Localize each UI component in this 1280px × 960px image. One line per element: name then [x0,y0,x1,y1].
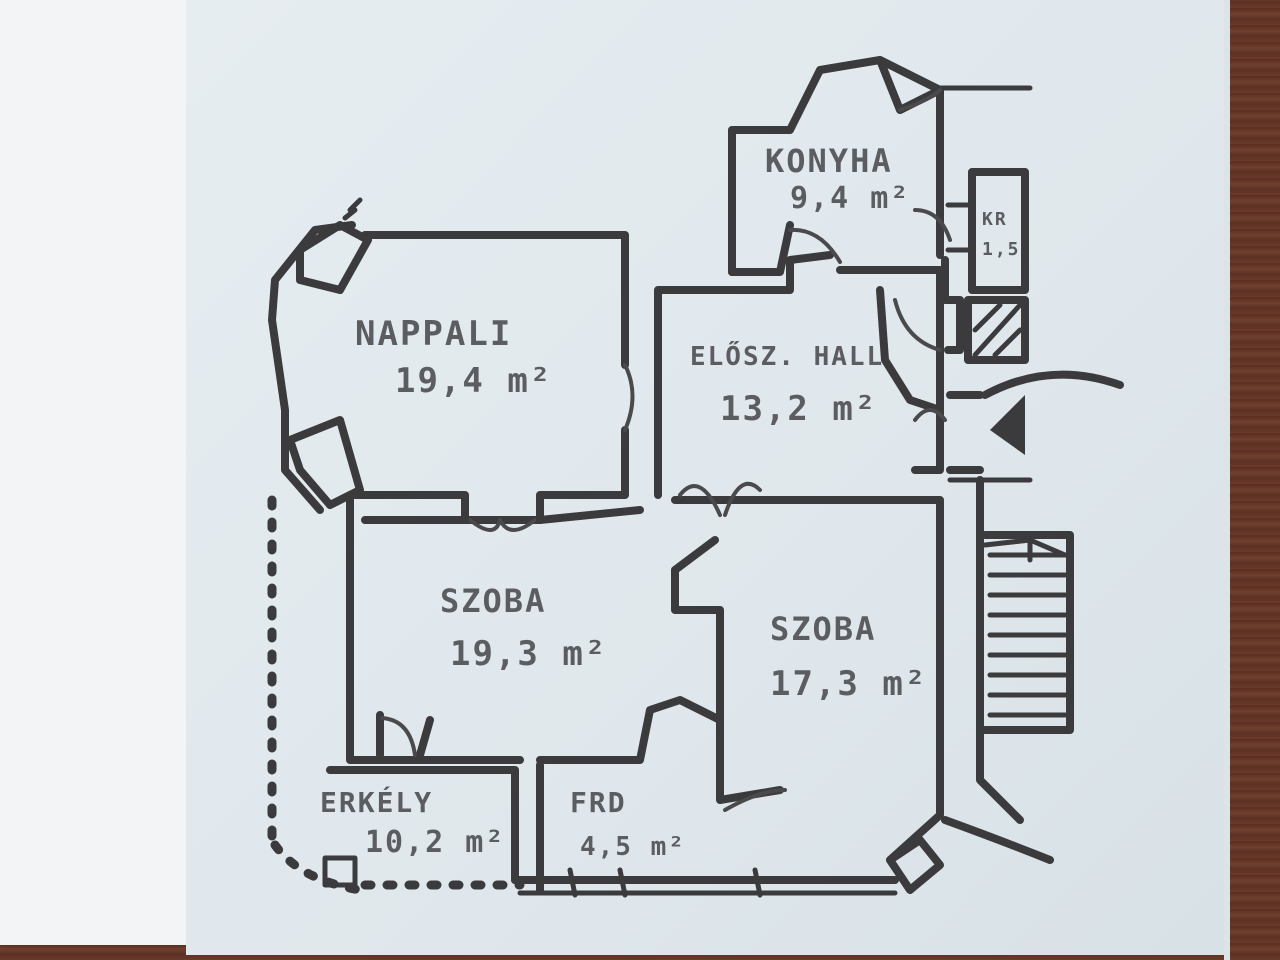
svg-text:SZOBA: SZOBA [440,582,546,620]
living-room-walls [268,197,635,532]
svg-text:FRD: FRD [570,786,627,819]
svg-text:SZOBA: SZOBA [770,610,876,648]
svg-text:1,5: 1,5 [982,239,1021,260]
svg-text:13,2 m²: 13,2 m² [720,389,877,429]
room-label-kamra: KR 1,5 [982,209,1021,260]
room-label-szoba-2: SZOBA 17,3 m² [770,610,927,704]
room-label-szoba-1: SZOBA 19,3 m² [440,582,607,674]
balcony [267,495,525,895]
svg-text:ELŐSZ. HALL: ELŐSZ. HALL [690,340,884,372]
svg-text:KR: KR [982,209,1008,230]
triangle-arrow-icon [981,370,1124,455]
room2-window [886,836,944,894]
bathroom-walls [511,761,899,898]
room-label-nappali: NAPPALI 19,4 m² [355,314,552,401]
stairs-icon [941,476,1074,864]
white-paper-sheet [0,0,222,945]
svg-text:19,4 m²: 19,4 m² [395,361,552,401]
room-label-eloszoba: ELŐSZ. HALL 13,2 m² [690,340,884,429]
storage-hatched [964,296,1029,364]
svg-text:9,4 m²: 9,4 m² [790,181,910,216]
svg-text:10,2 m²: 10,2 m² [365,825,505,860]
room-label-furdo: FRD 4,5 m² [570,786,686,862]
hall-walls [654,227,984,499]
svg-text:NAPPALI: NAPPALI [355,314,512,354]
svg-text:KONYHA: KONYHA [765,142,893,180]
svg-text:19,3 m²: 19,3 m² [450,634,607,674]
room-label-konyha: KONYHA 9,4 m² [765,142,910,216]
svg-text:ERKÉLY: ERKÉLY [320,785,433,819]
pantry-walls [913,168,1029,294]
tracing-paper-edge [1224,0,1280,960]
svg-text:17,3 m²: 17,3 m² [770,664,927,704]
svg-text:4,5 m²: 4,5 m² [580,832,686,862]
room2-walls [671,481,944,864]
room-label-erkely: ERKÉLY 10,2 m² [320,785,505,860]
kitchen-walls [728,56,1033,276]
room1-walls [346,496,724,764]
